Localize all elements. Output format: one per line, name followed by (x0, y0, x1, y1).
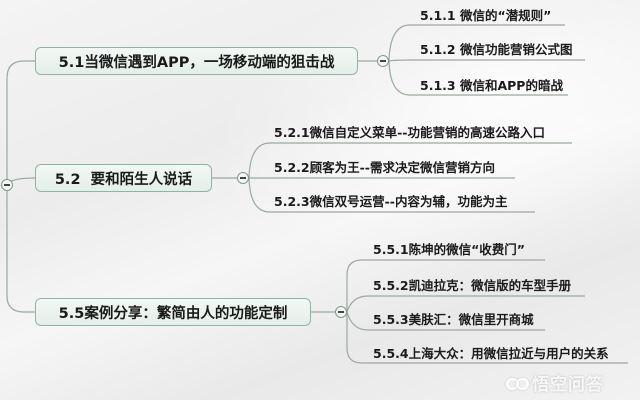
topic-label: 5.5案例分享：繁简由人的功能定制 (58, 305, 288, 322)
subtopic-5-2-2[interactable]: 5.2.2顾客为王--需求决定微信营销方向 (274, 160, 495, 175)
topic-label: 5.1当微信遇到APP，一场移动端的狙击战 (58, 54, 335, 71)
subtopic-5-5-1[interactable]: 5.5.1陈坤的微信“收费门” (373, 242, 526, 257)
subtopic-5-1-3[interactable]: 5.1.3 微信和APP的暗战 (420, 78, 563, 93)
topic-label: 5.2 要和陌生人说话 (54, 171, 193, 188)
watermark-text: 悟空问答 (532, 375, 604, 395)
subtopic-5-1-1[interactable]: 5.1.1 微信的“潜规则” (420, 8, 552, 23)
subtopic-5-1-2[interactable]: 5.1.2 微信功能营销公式图 (420, 42, 573, 57)
topic-5-1-collapse-button[interactable] (377, 55, 389, 67)
subtopic-5-5-4[interactable]: 5.5.4上海大众：用微信拉近与用户的关系 (373, 346, 609, 361)
topic-5-2-collapse-button[interactable] (237, 172, 249, 184)
subtopic-5-2-1[interactable]: 5.2.1微信自定义菜单--功能营销的高速公路入口 (274, 125, 545, 140)
topic-5-1[interactable]: 5.1当微信遇到APP，一场移动端的狙击战 (35, 47, 358, 75)
topic-5-5-collapse-button[interactable] (335, 306, 347, 318)
root-collapse-button[interactable] (1, 179, 13, 191)
subtopic-5-5-3[interactable]: 5.5.3美肤汇：微信里开商城 (373, 312, 534, 327)
subtopic-5-5-2[interactable]: 5.5.2凯迪拉克：微信版的车型手册 (373, 278, 572, 293)
watermark: 悟空问答 (506, 370, 604, 395)
wukong-logo-icon (506, 377, 529, 390)
subtopic-5-2-3[interactable]: 5.2.3微信双号运营--内容为辅，功能为主 (274, 194, 508, 209)
topic-5-5[interactable]: 5.5案例分享：繁简由人的功能定制 (35, 298, 311, 326)
topic-5-2[interactable]: 5.2 要和陌生人说话 (35, 164, 212, 192)
